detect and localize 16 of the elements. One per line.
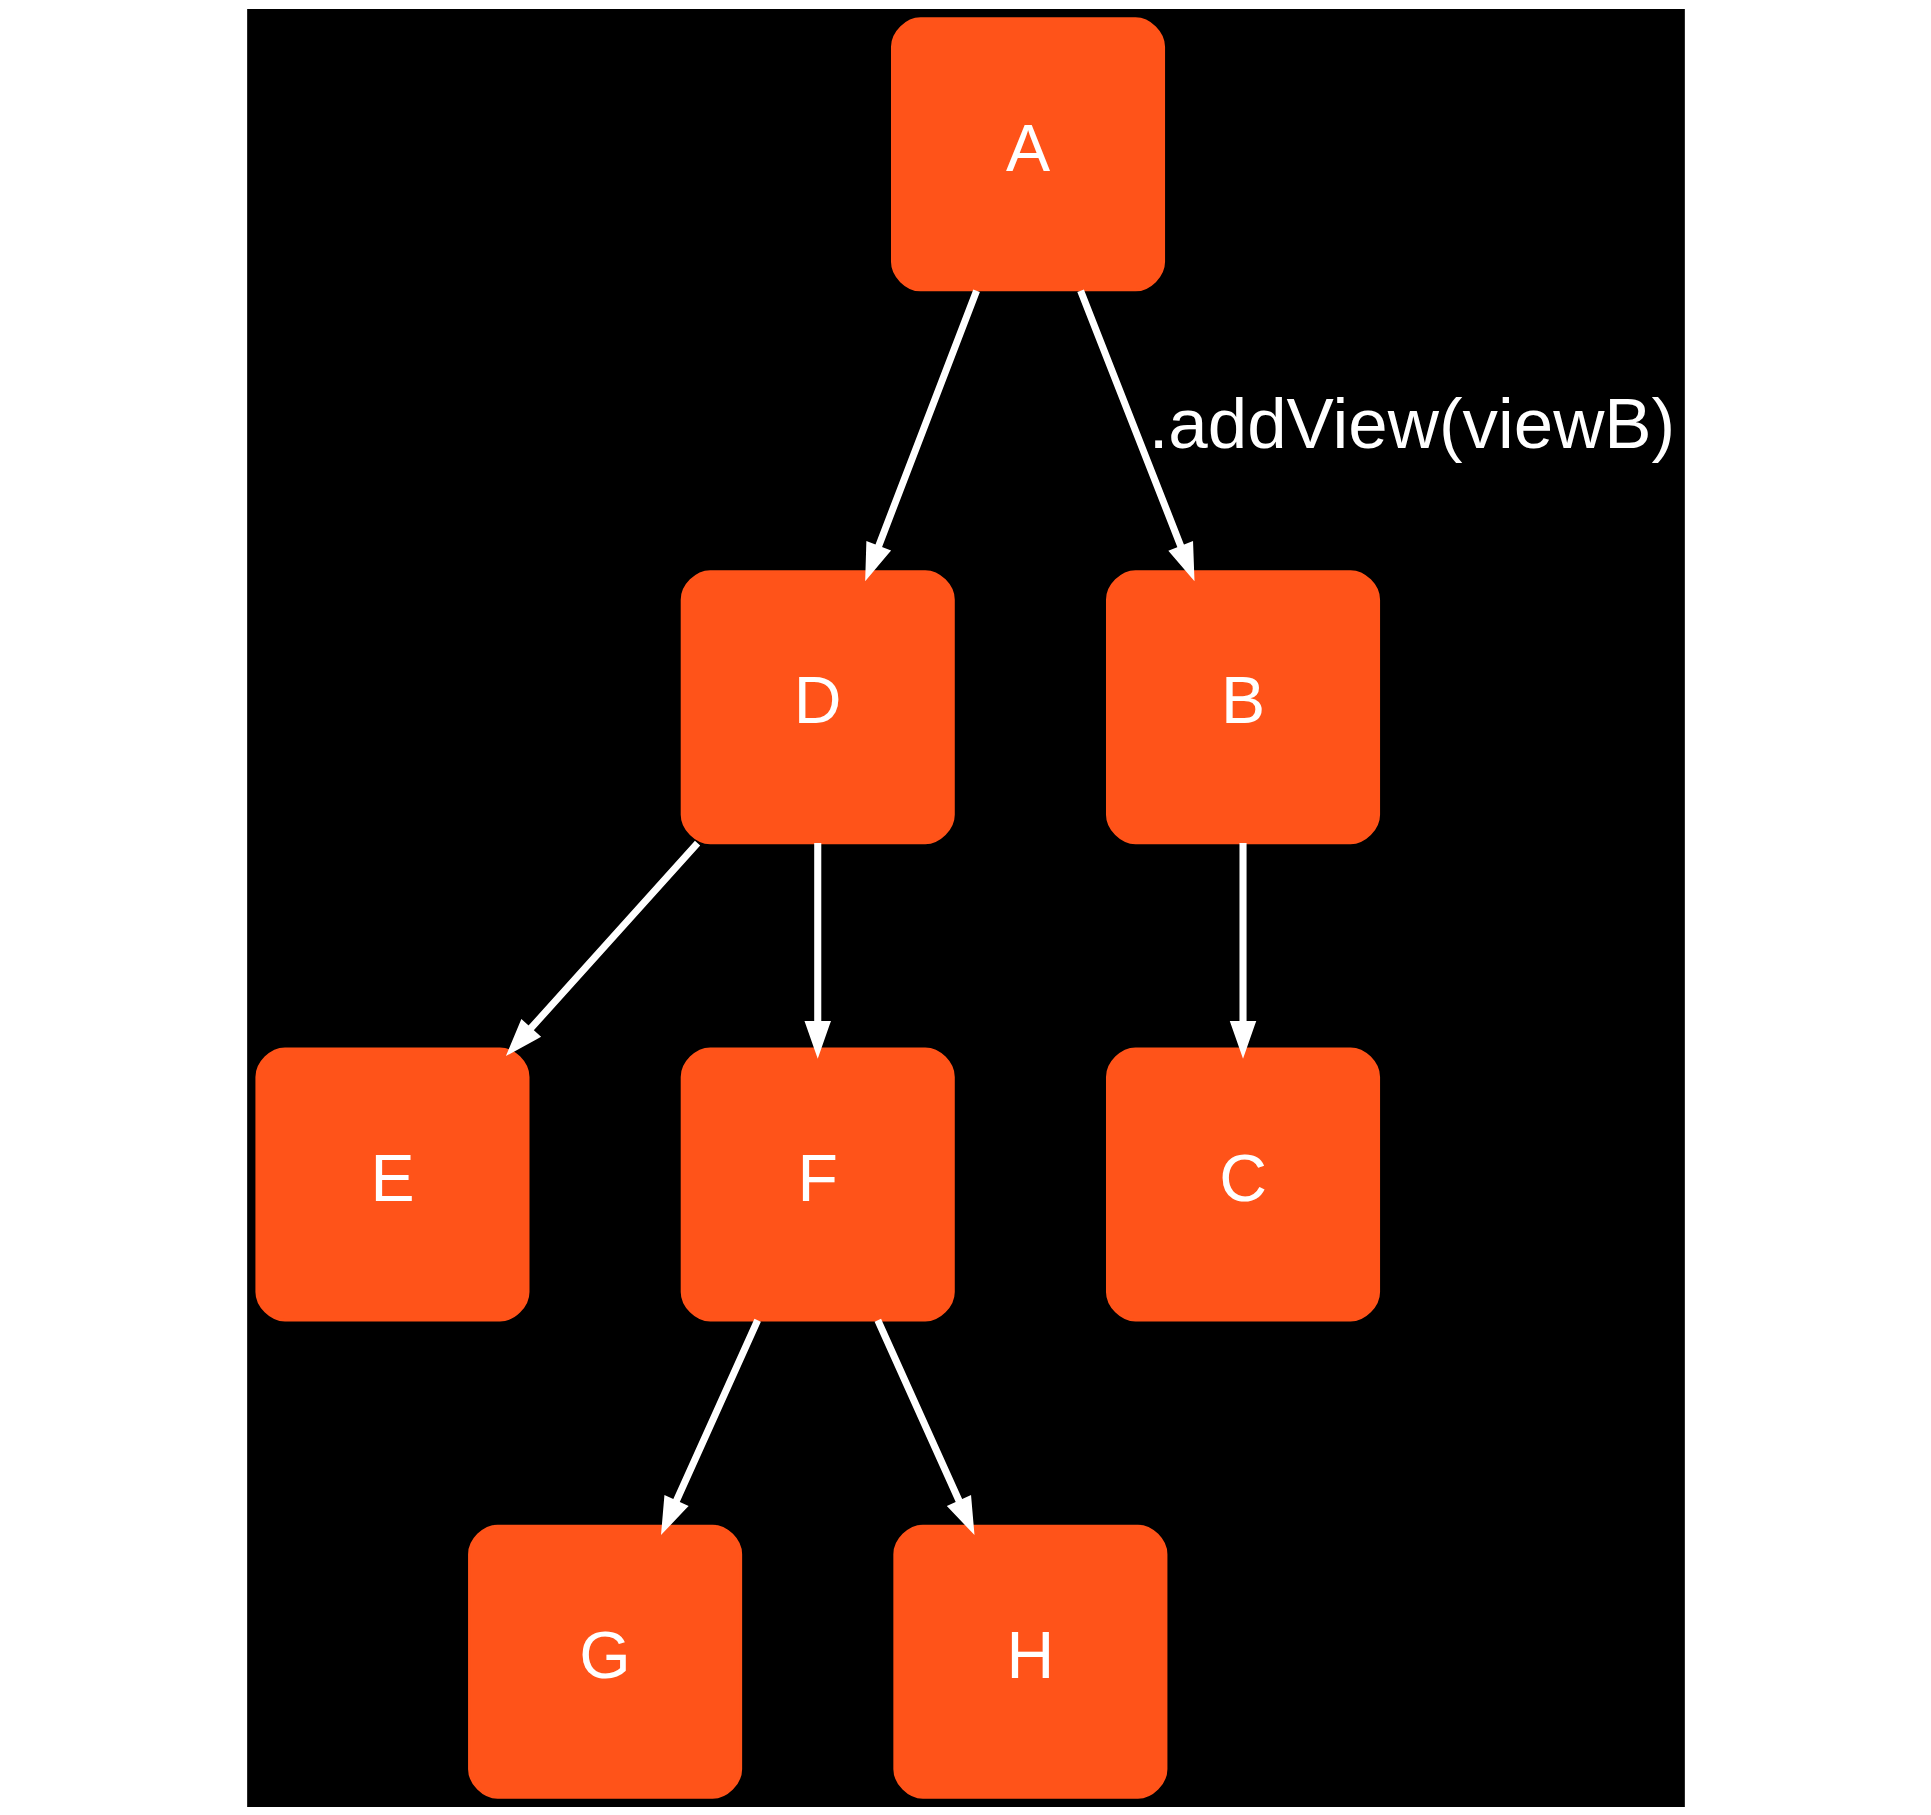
node-box: G [467, 1524, 742, 1799]
arrow [1229, 842, 1256, 1059]
node-box: F [680, 1046, 955, 1321]
node-box: H [892, 1524, 1167, 1799]
arrow [864, 289, 980, 581]
node-box: A [890, 16, 1165, 291]
node-box: E [254, 1046, 529, 1321]
node-box: C [1105, 1046, 1380, 1321]
edge-label: .addView(viewB) [1148, 383, 1675, 463]
node-box: D [680, 569, 955, 844]
arrow [874, 1318, 974, 1535]
arrow [505, 840, 700, 1056]
arrow [1076, 288, 1194, 581]
arrow [660, 1318, 761, 1535]
arrow [803, 842, 831, 1059]
node-box: B [1105, 569, 1380, 844]
